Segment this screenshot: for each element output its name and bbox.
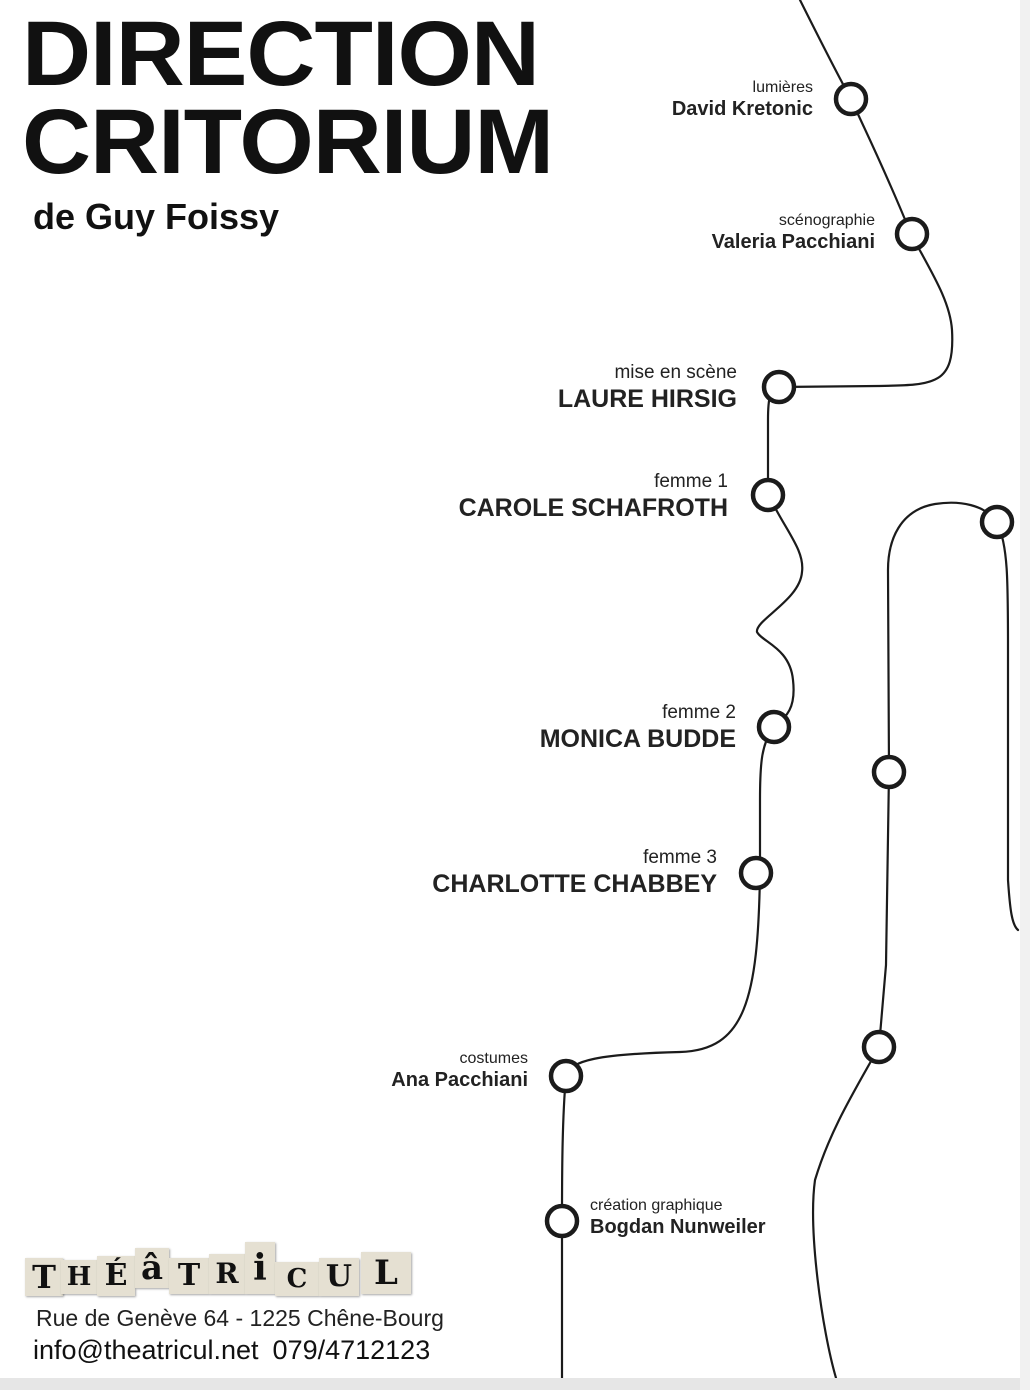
logo-letter: T xyxy=(25,1258,63,1296)
credit-role: scénographie xyxy=(778,212,875,229)
credit-creation-graphique: création graphique Bogdan Nunweiler xyxy=(590,1196,766,1239)
logo-letter: T xyxy=(169,1258,209,1294)
author-line: de Guy Foissy xyxy=(33,196,280,237)
station-femme-2 xyxy=(756,709,792,745)
bottom-edge-strip xyxy=(0,1378,1030,1390)
credit-role: femme 2 xyxy=(662,702,736,723)
credit-femme-1: femme 1 CAROLE SCHAFROTH xyxy=(459,471,728,523)
credit-role: mise en scène xyxy=(614,362,737,383)
credit-role: femme 1 xyxy=(654,471,728,492)
address-line: Rue de Genève 64 - 1225 Chêne-Bourg xyxy=(36,1305,444,1331)
title-line-2: CRITORIUM xyxy=(22,91,554,193)
station-second-line-bottom xyxy=(861,1029,897,1065)
logo-letter: U xyxy=(319,1258,359,1296)
credit-role: costumes xyxy=(459,1050,528,1067)
credit-role: création graphique xyxy=(590,1197,723,1214)
credit-mise-en-scene: mise en scène LAURE HIRSIG xyxy=(558,362,737,414)
contact-line: info@theatricul.net 079/4712123 xyxy=(33,1335,430,1366)
station-lumieres xyxy=(833,81,869,117)
theatricul-logo: T H É â T R i C U L xyxy=(25,1236,440,1300)
credit-costumes: costumes Ana Pacchiani xyxy=(391,1049,528,1092)
credit-name: Ana Pacchiani xyxy=(391,1069,528,1091)
credit-name: CAROLE SCHAFROTH xyxy=(458,494,728,522)
credit-name: CHARLOTTE CHABBEY xyxy=(432,870,717,898)
credit-role: lumières xyxy=(752,79,813,96)
station-creation-graphique xyxy=(544,1203,580,1239)
logo-letter: C xyxy=(275,1262,319,1296)
logo-letter: â xyxy=(135,1248,169,1288)
credit-role: femme 3 xyxy=(643,847,717,868)
station-second-line-middle xyxy=(871,754,907,790)
main-track-line xyxy=(560,0,954,1380)
credit-femme-3: femme 3 CHARLOTTE CHABBEY xyxy=(432,847,717,899)
logo-letter: É xyxy=(97,1256,135,1296)
station-femme-1 xyxy=(750,477,786,513)
logo-letter: i xyxy=(245,1242,275,1294)
station-mise-en-scene xyxy=(761,369,797,405)
title-line-1: DIRECTION xyxy=(22,3,540,105)
station-scenographie xyxy=(894,216,930,252)
credit-name: Valeria Pacchiani xyxy=(711,231,875,253)
credit-name: Bogdan Nunweiler xyxy=(590,1216,766,1238)
station-femme-3 xyxy=(738,855,774,891)
station-second-line-top xyxy=(979,504,1015,540)
right-edge-strip xyxy=(1020,0,1030,1390)
credit-name: David Kretonic xyxy=(671,98,813,120)
credit-femme-2: femme 2 MONICA BUDDE xyxy=(540,702,736,754)
credit-lumieres: lumières David Kretonic xyxy=(672,78,813,121)
second-track-line xyxy=(812,501,1020,1380)
logo-letter: R xyxy=(209,1254,245,1294)
credit-scenographie: scénographie Valeria Pacchiani xyxy=(712,211,875,254)
logo-letter: H xyxy=(61,1260,97,1294)
credit-name: MONICA BUDDE xyxy=(539,725,736,753)
credit-name: LAURE HIRSIG xyxy=(557,385,737,413)
email-link[interactable]: info@theatricul.net xyxy=(33,1335,259,1365)
phone-number[interactable]: 079/4712123 xyxy=(272,1335,431,1365)
logo-letter: L xyxy=(361,1252,411,1294)
station-costumes xyxy=(548,1058,584,1094)
